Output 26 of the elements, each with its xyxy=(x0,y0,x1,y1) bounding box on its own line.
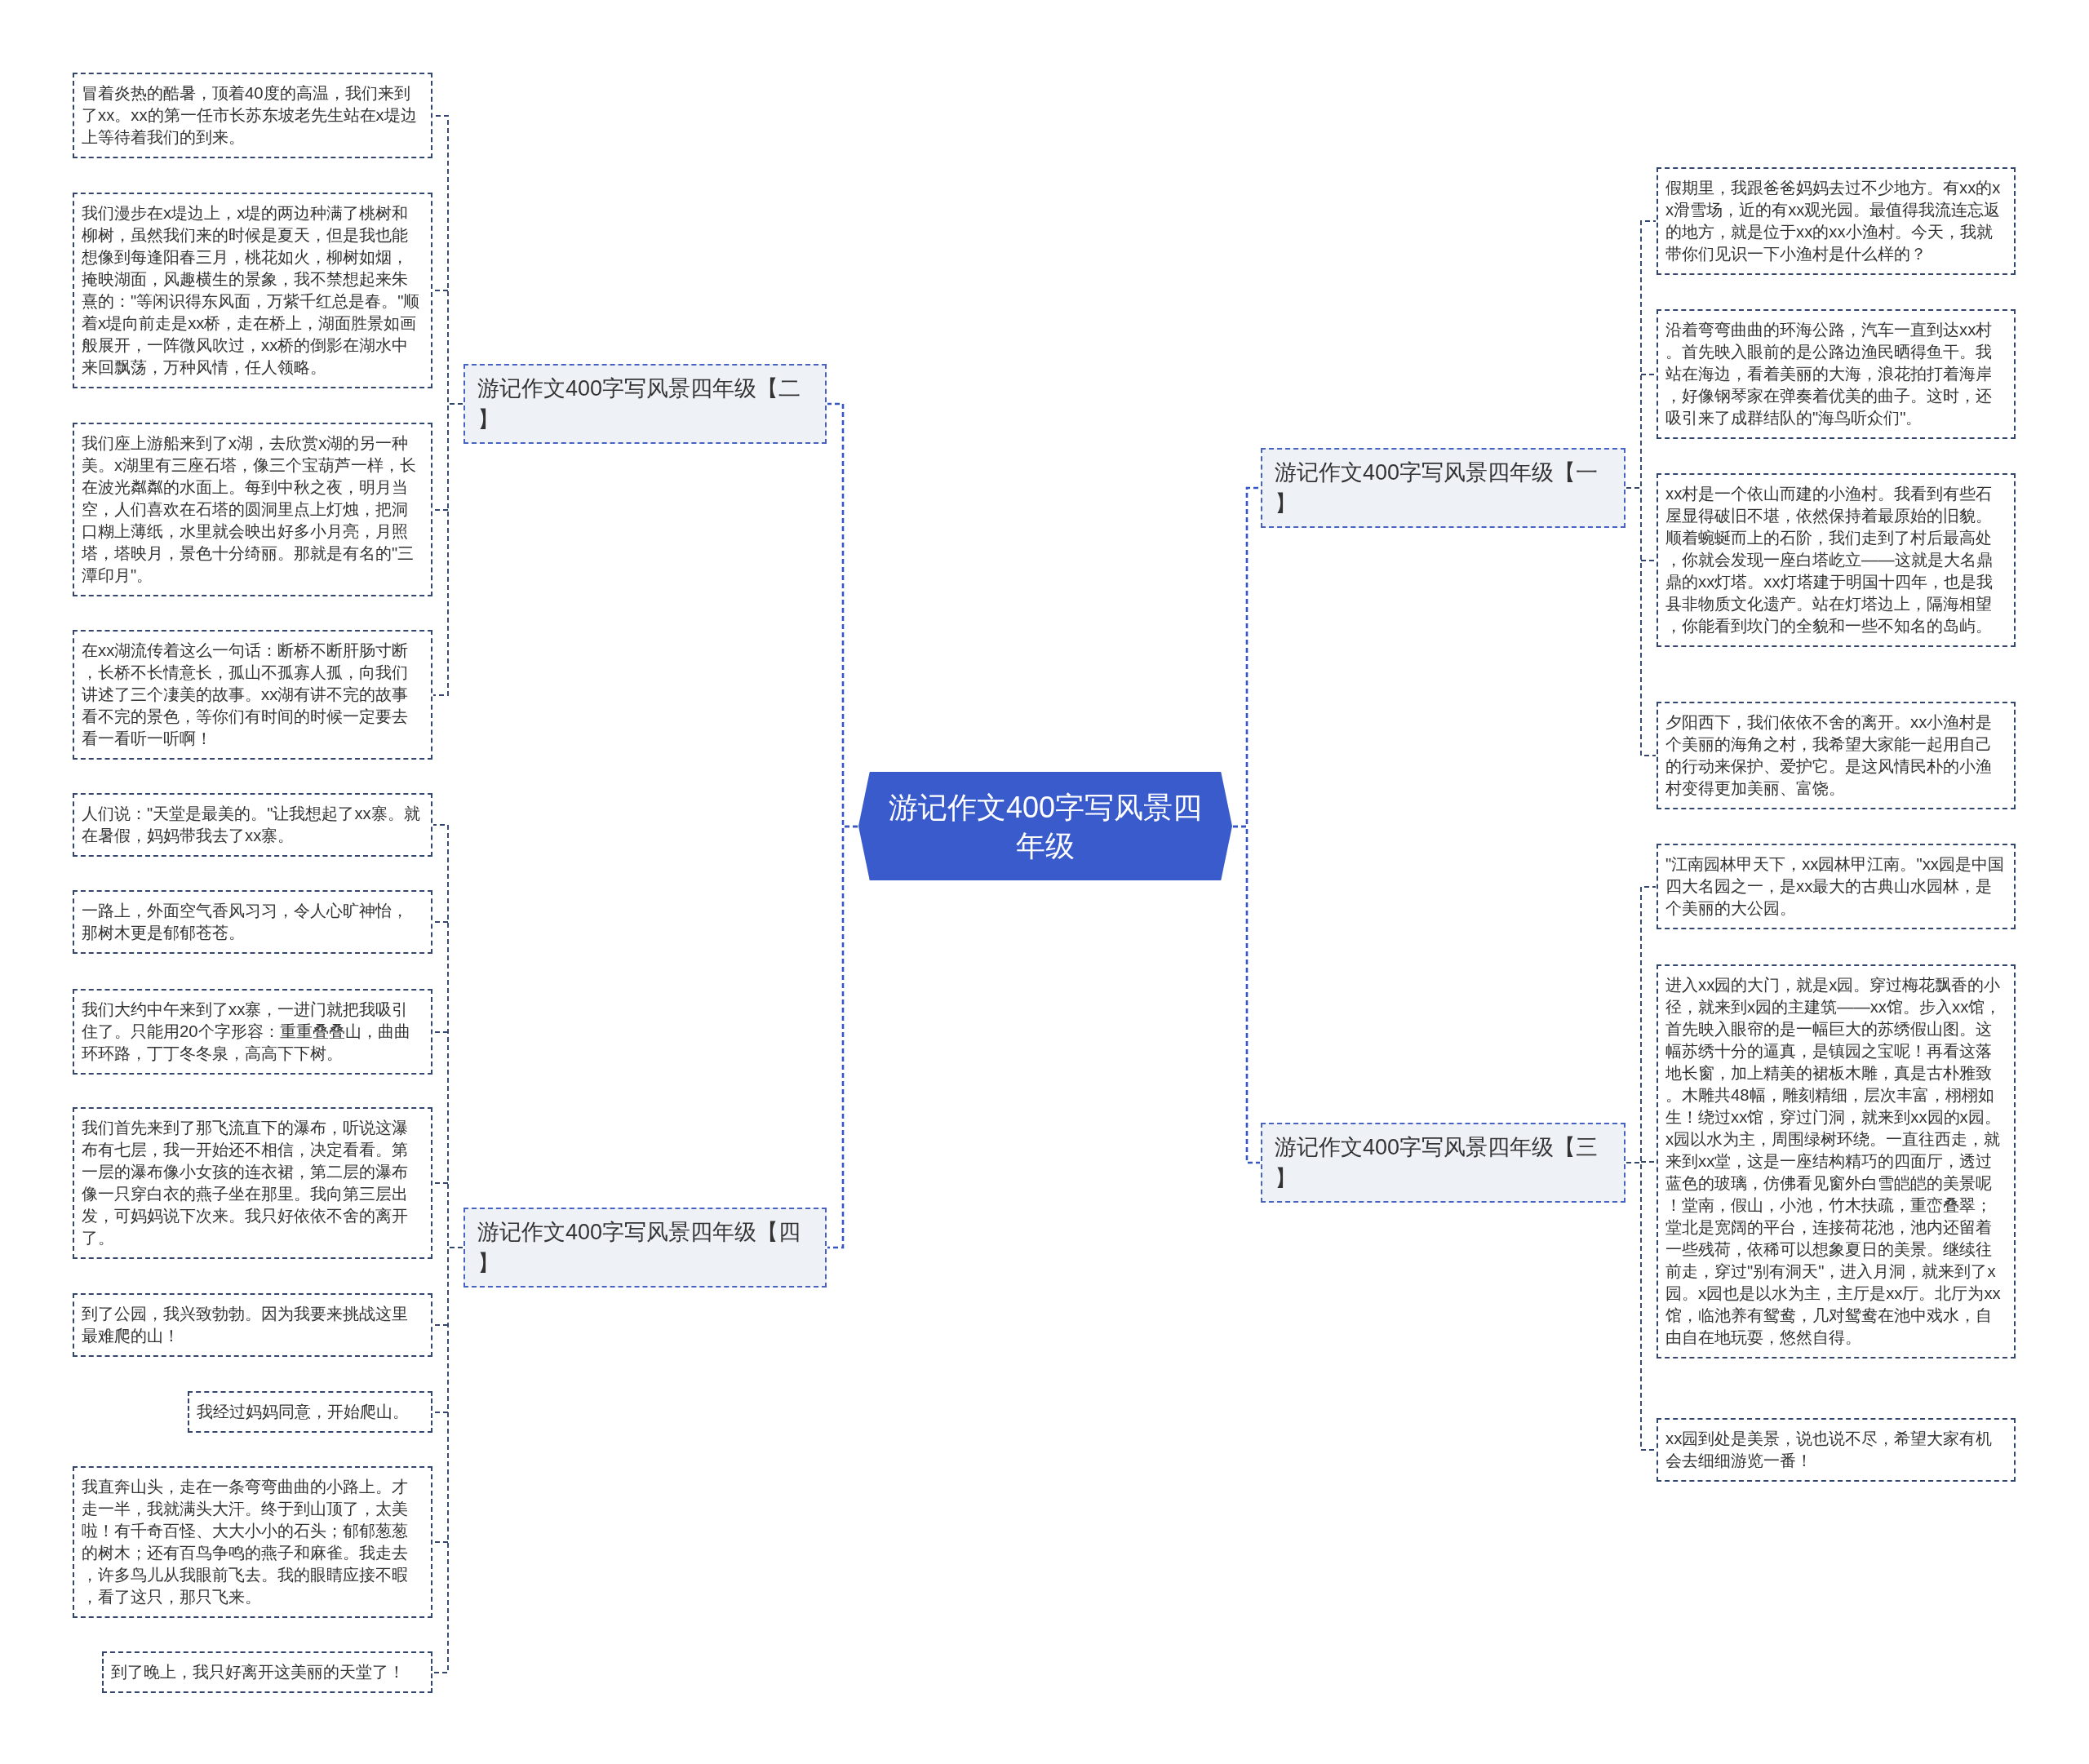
connector-line xyxy=(827,825,858,1249)
topic-box: 游记作文400字写风景四年级【二】 xyxy=(463,364,827,444)
note-box: 进入xx园的大门，就是x园。穿过梅花飘香的小径，就来到x园的主建筑——xx馆。步入xx馆，首先映入眼帘的是一幅巨大的苏绣假山图。这幅苏绣十分的逼真，是镇园之宝呢！再看这落地长窗，加上精美的裙板木雕，真是古朴雅致。木雕共48幅，雕刻精细，层次丰富，栩栩如生！绕过xx馆，穿过门洞，就来到xx园的x园。x园以水为主，周围绿树环绕。一直往西走，就来到xx堂，这是一座结构精巧的四面厅，透过蓝色的玻璃，仿佛看见窗外白雪皑皑的美景呢！堂南，假山，小池，竹木扶疏，重峦叠翠；堂北是宽阔的平台，连接荷花池，池内还留着一些残荷，依稀可以想象夏日的美景。继续往前走，穿过"别有洞天"，进入月洞，就来到了x园。x园也是以水为主，主厅是xx厅。北厅为xx馆，临池养有鸳鸯，几对鸳鸯在池中戏水，自由自在地玩耍，悠然自得。 xyxy=(1657,964,2016,1358)
note-box: xx园到处是美景，说也说不尽，希望大家有机会去细细游览一番！ xyxy=(1657,1418,2016,1482)
note-box: 沿着弯弯曲曲的环海公路，汽车一直到达xx村。首先映入眼前的是公路边渔民晒得鱼干。我站在海边，看着美丽的大海，浪花拍打着海岸，好像钢琴家在弹奏着优美的曲子。这时，还吸引来了成群结队的"海鸟听众们"。 xyxy=(1657,309,2016,439)
note-box: 在xx湖流传着这么一句话：断桥不断肝肠寸断，长桥不长情意长，孤山不孤寡人孤，向我们讲述了三个凄美的故事。xx湖有讲不完的故事看不完的景色，等你们有时间的时候一定要去看一看听一听啊！ xyxy=(73,630,432,760)
note-box: 我们首先来到了那飞流直下的瀑布，听说这瀑布有七层，我一开始还不相信，决定看看。第一层的瀑布像小女孩的连衣裙，第二层的瀑布像一只穿白衣的燕子坐在那里。我向第三层出发，可妈妈说下次来。我只好依依不舍的离开了。 xyxy=(73,1107,432,1259)
note-box: 人们说："天堂是最美的。"让我想起了xx寨。就在暑假，妈妈带我去了xx寨。 xyxy=(73,793,432,857)
note-box: xx村是一个依山而建的小渔村。我看到有些石屋显得破旧不堪，依然保持着最原始的旧貌。顺着蜿蜒而上的石阶，我们走到了村后最高处，你就会发现一座白塔屹立——这就是大名鼎鼎的xx灯塔。xx灯塔建于明国十四年，也是我县非物质文化遗产。站在灯塔边上，隔海相望，你能看到坎门的全貌和一些不知名的岛屿。 xyxy=(1657,473,2016,647)
note-box: 到了公园，我兴致勃勃。因为我要来挑战这里最难爬的山！ xyxy=(73,1293,432,1357)
connector-line xyxy=(1233,825,1260,1164)
note-box: "江南园林甲天下，xx园林甲江南。"xx园是中国四大名园之一，是xx最大的古典山水园林，是个美丽的大公园。 xyxy=(1657,844,2016,929)
note-box: 假期里，我跟爸爸妈妈去过不少地方。有xx的xx滑雪场，近的有xx观光园。最值得我流连忘返的地方，就是位于xx的xx小渔村。今天，我就带你们见识一下小渔村是什么样的？ xyxy=(1657,167,2016,275)
central-topic: 游记作文400字写风景四年级 xyxy=(858,772,1232,880)
note-box: 我们座上游船来到了x湖，去欣赏x湖的另一种美。x湖里有三座石塔，像三个宝葫芦一样，长在波光粼粼的水面上。每到中秋之夜，明月当空，人们喜欢在石塔的圆洞里点上灯烛，把洞口糊上薄纸，水里就会映出好多小月亮，月照塔，塔映月，景色十分绮丽。那就是有名的"三潭印月"。 xyxy=(73,423,432,596)
note-box: 一路上，外面空气香风习习，令人心旷神怡，那树木更是郁郁苍苍。 xyxy=(73,890,432,954)
topic-box: 游记作文400字写风景四年级【一】 xyxy=(1261,448,1626,528)
note-box: 我们漫步在x堤边上，x堤的两边种满了桃树和柳树，虽然我们来的时候是夏天，但是我也能想像到每逢阳春三月，桃花如火，柳树如烟，掩映湖面，风趣横生的景象，我不禁想起来朱熹的："等闲识得东风面，万紫千红总是春。"顺着x堤向前走是xx桥，走在桥上，湖面胜景如画般展开，一阵微风吹过，xx桥的倒影在湖水中来回飘荡，万种风情，任人领略。 xyxy=(73,193,432,388)
note-box: 夕阳西下，我们依依不舍的离开。xx小渔村是个美丽的海角之村，我希望大家能一起用自己的行动来保护、爱护它。是这风情民朴的小渔村变得更加美丽、富饶。 xyxy=(1657,702,2016,809)
note-box: 我们大约中午来到了xx寨，一进门就把我吸引住了。只能用20个字形容：重重叠叠山，曲曲环环路，丁丁冬冬泉，高高下下树。 xyxy=(73,989,432,1075)
topic-box: 游记作文400字写风景四年级【四】 xyxy=(463,1208,827,1288)
note-box: 我直奔山头，走在一条弯弯曲曲的小路上。才走一半，我就满头大汗。终于到山顶了，太美啦！有千奇百怪、大大小小的石头；郁郁葱葱的树木；还有百鸟争鸣的燕子和麻雀。我走去，许多鸟儿从我眼前飞去。我的眼睛应接不暇，看了这只，那只飞来。 xyxy=(73,1466,432,1618)
note-box: 冒着炎热的酷暑，顶着40度的高温，我们来到了xx。xx的第一任市长苏东坡老先生站在x堤边上等待着我们的到来。 xyxy=(73,73,432,158)
note-box: 到了晚上，我只好离开这美丽的天堂了！ xyxy=(102,1651,432,1693)
topic-box: 游记作文400字写风景四年级【三】 xyxy=(1261,1123,1626,1203)
note-box: 我经过妈妈同意，开始爬山。 xyxy=(188,1391,432,1433)
